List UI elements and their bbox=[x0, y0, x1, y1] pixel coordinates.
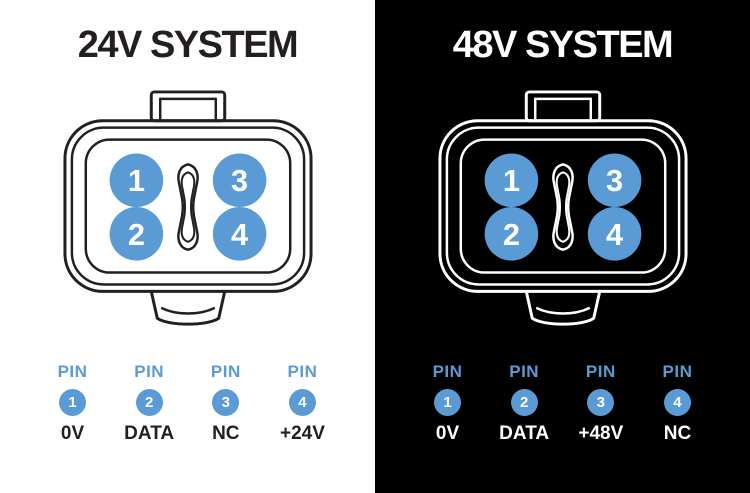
pin-legend-48v: PIN 1 0V PIN 2 DATA PIN 3 +48V PIN 4 NC bbox=[412, 362, 714, 445]
pin-function-label: 0V bbox=[60, 423, 85, 444]
legend-pin-1: PIN 1 0V bbox=[412, 362, 484, 445]
pin-number-badge: 1 bbox=[434, 389, 461, 416]
connector-pin-1-number: 1 bbox=[502, 163, 519, 198]
connector-pin-sockets: 1 2 3 4 bbox=[484, 153, 641, 261]
panel-title-48v: 48V SYSTEM bbox=[452, 24, 674, 66]
pin-number: 1 bbox=[68, 394, 77, 411]
connector-top-latch-icon bbox=[149, 90, 226, 123]
connector-top-latch-icon bbox=[524, 90, 601, 123]
connector-pin-4-circle bbox=[212, 207, 266, 261]
connector-bottom-tab-icon bbox=[524, 289, 601, 326]
connector-body-icon bbox=[62, 119, 313, 293]
connector-keyway-icon bbox=[551, 163, 574, 251]
connector-pin-2-number: 2 bbox=[502, 217, 519, 252]
connector-keyway-icon bbox=[176, 163, 199, 251]
legend-pin-4: PIN 4 +24V bbox=[266, 362, 338, 445]
pin-number-badge: 3 bbox=[212, 389, 240, 416]
pin-function-label: DATA bbox=[124, 423, 175, 444]
pin-word: PIN bbox=[432, 362, 463, 381]
pin-word: PIN bbox=[585, 362, 616, 381]
pin-number-badge: 3 bbox=[587, 389, 615, 416]
connector-pin-2-circle bbox=[484, 207, 538, 261]
pin-word: PIN bbox=[134, 362, 165, 381]
legend-pin-2: PIN 2 DATA bbox=[488, 362, 560, 445]
legend-pin-4: PIN 4 NC bbox=[641, 362, 713, 445]
pin-number-badge: 2 bbox=[135, 389, 163, 416]
connector-pin-3-number: 3 bbox=[231, 163, 248, 198]
pin-function-label: 0V bbox=[435, 423, 460, 444]
connector-pin-4-number: 4 bbox=[606, 217, 623, 252]
pin-word: PIN bbox=[210, 362, 241, 381]
connector-diagram-24v: 1 2 3 4 bbox=[59, 88, 317, 340]
pin-function-label: NC bbox=[663, 423, 692, 444]
connector-pin-1-circle bbox=[109, 153, 163, 208]
panel-48v: 48V SYSTEM bbox=[375, 0, 750, 493]
pin-function-label: +24V bbox=[280, 423, 325, 444]
connector-pin-2-number: 2 bbox=[127, 217, 144, 252]
pin-number: 3 bbox=[596, 394, 605, 411]
legend-pin-3: PIN 3 NC bbox=[190, 362, 262, 445]
pin-number: 2 bbox=[144, 394, 154, 411]
pin-word: PIN bbox=[287, 362, 318, 381]
pin-number: 2 bbox=[519, 394, 529, 411]
connector-pin-3-circle bbox=[587, 153, 641, 208]
connector-pin-4-number: 4 bbox=[231, 217, 248, 252]
connector-diagram-48v: 1 2 3 4 bbox=[434, 88, 692, 340]
connector-outline: 1 2 3 4 bbox=[437, 90, 688, 326]
connector-pin-3-circle bbox=[212, 153, 266, 208]
connector-bottom-tab-icon bbox=[149, 289, 226, 326]
pin-number-badge: 4 bbox=[663, 389, 691, 416]
legend-pin-3: PIN 3 +48V bbox=[565, 362, 637, 445]
pin-word: PIN bbox=[662, 362, 693, 381]
pin-word: PIN bbox=[509, 362, 540, 381]
connector-pin-sockets: 1 2 3 4 bbox=[109, 153, 266, 261]
connector-pin-4-circle bbox=[587, 207, 641, 261]
connector-pin-1-circle bbox=[484, 153, 538, 208]
pin-number-badge: 1 bbox=[59, 389, 86, 416]
pin-number-badge: 2 bbox=[510, 389, 538, 416]
pin-function-label: +48V bbox=[578, 423, 624, 444]
panel-24v: 24V SYSTEM bbox=[37, 24, 339, 445]
legend-pin-2: PIN 2 DATA bbox=[113, 362, 185, 445]
connector-outline: 1 2 3 4 bbox=[62, 90, 313, 326]
pin-function-label: NC bbox=[212, 423, 240, 444]
pin-number: 4 bbox=[673, 394, 682, 411]
connector-body-icon bbox=[437, 119, 688, 293]
legend-pin-1: PIN 1 0V bbox=[37, 362, 109, 445]
panel-title-24v: 24V SYSTEM bbox=[77, 24, 299, 66]
pin-word: PIN bbox=[57, 362, 88, 381]
pin-number: 1 bbox=[443, 394, 452, 411]
pin-function-label: DATA bbox=[499, 423, 550, 444]
pin-legend-24v: PIN 1 0V PIN 2 DATA PIN 3 NC PIN 4 +24V bbox=[37, 362, 339, 445]
connector-pin-1-number: 1 bbox=[127, 163, 144, 198]
connector-pin-2-circle bbox=[109, 207, 163, 261]
pin-number: 4 bbox=[298, 394, 307, 411]
pin-number-badge: 4 bbox=[288, 389, 316, 416]
pin-number: 3 bbox=[221, 394, 230, 411]
connector-pin-3-number: 3 bbox=[606, 163, 623, 198]
